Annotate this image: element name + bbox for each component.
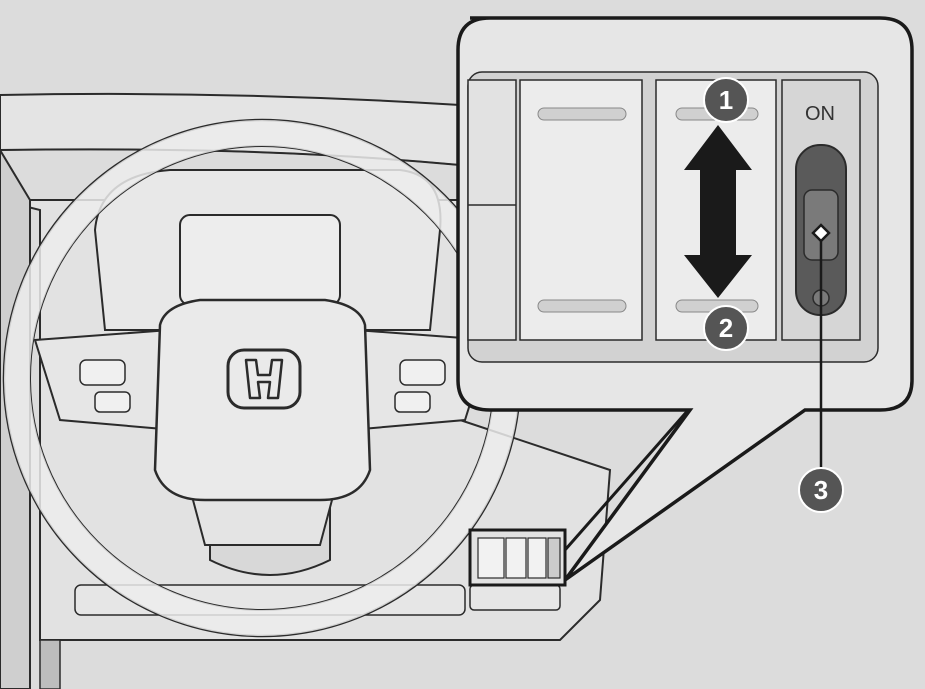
callout-1: 1 [703,77,749,123]
left-spoke-button-1 [79,359,126,386]
inset-switch-left [519,79,643,341]
right-spoke-button-1 [399,359,446,386]
instrument-display [179,214,341,306]
switch-on-label: ON [805,103,835,125]
callout-3-label: 3 [814,475,828,505]
steering-hub [153,298,372,502]
switch-panel-small [468,528,567,587]
up-down-arrow-icon [684,125,752,298]
left-spoke-button-2 [94,391,131,413]
callout-2-label: 2 [719,313,733,343]
callout-1-label: 1 [719,85,733,115]
right-spoke-button-2 [394,391,431,413]
callout-3-pointer-icon [811,223,831,243]
honda-h-logo [226,348,302,410]
callout-2: 2 [703,305,749,351]
zoom-inset [456,16,914,582]
callout-3: 3 [798,467,844,513]
zoom-leader-upper [563,407,692,551]
